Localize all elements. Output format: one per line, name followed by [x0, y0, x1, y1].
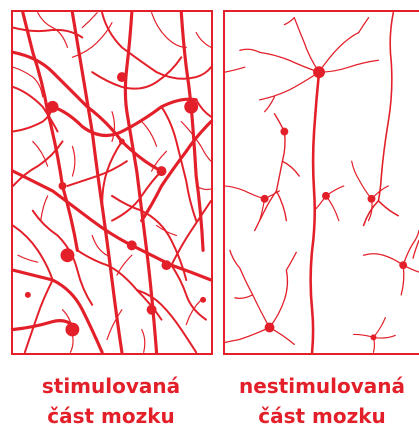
dense-neuron-network-illustration	[13, 12, 211, 353]
unstimulated-caption-line1: nestimulovaná	[222, 371, 419, 401]
unstimulated-caption: nestimulovaná část mozku	[222, 371, 419, 431]
unstimulated-caption-line2: část mozku	[222, 401, 419, 431]
sparse-neuron-network-illustration	[225, 12, 419, 353]
unstimulated-neuron-panel	[223, 10, 419, 355]
stimulated-caption-line1: stimulovaná	[11, 371, 211, 401]
stimulated-neuron-panel	[11, 10, 213, 355]
stimulated-caption: stimulovaná část mozku	[11, 371, 211, 431]
stimulated-caption-line2: část mozku	[11, 401, 211, 431]
